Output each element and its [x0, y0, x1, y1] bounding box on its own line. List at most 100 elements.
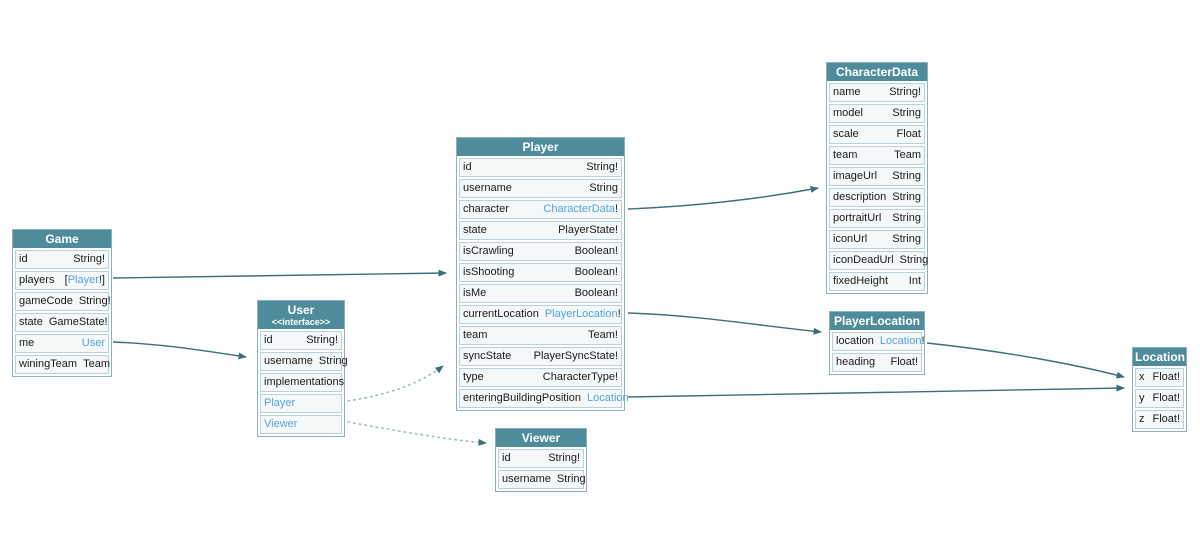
- field-type: Float!: [1152, 371, 1180, 383]
- type-link[interactable]: PlayerLocation: [544, 308, 618, 320]
- edge-game-players-to-player: [112, 269, 447, 279]
- field-name: location: [836, 335, 874, 347]
- field-type[interactable]: User: [82, 335, 105, 352]
- field-type: String!: [889, 86, 921, 98]
- field-row[interactable]: location Location!: [832, 332, 925, 351]
- type-table-header[interactable]: CharacterData: [827, 63, 927, 81]
- field-name: syncState: [463, 350, 512, 362]
- field-type: String!: [73, 253, 105, 265]
- type-title: Player: [522, 140, 559, 154]
- field-type: Float: [896, 128, 921, 140]
- field-name: isMe: [463, 287, 487, 299]
- field-row[interactable]: players[Player!]: [15, 271, 109, 290]
- field-name-link[interactable]: Viewer: [264, 418, 298, 430]
- type-table-header[interactable]: Viewer: [496, 429, 586, 447]
- field-type: Team: [894, 149, 921, 161]
- edge-player-character-to-characterdata: [627, 185, 819, 210]
- field-type[interactable]: PlayerLocation!: [544, 308, 621, 320]
- field-type: Boolean!: [574, 287, 618, 299]
- field-name-link[interactable]: Player: [264, 397, 296, 409]
- type-table-header[interactable]: User<<interface>>: [258, 301, 344, 329]
- field-type: Float!: [1152, 413, 1180, 425]
- field-row[interactable]: username String: [459, 179, 622, 198]
- field-type: String!: [548, 452, 580, 464]
- field-type: String: [892, 170, 921, 182]
- field-type[interactable]: [Player!]: [64, 274, 105, 286]
- field-type[interactable]: Location!: [879, 335, 925, 347]
- field-type: String!: [78, 295, 111, 307]
- field-name: type: [463, 371, 484, 383]
- type-table-header[interactable]: Player: [457, 138, 624, 156]
- field-name: team: [833, 149, 858, 161]
- type-link[interactable]: CharacterData: [543, 203, 615, 215]
- type-link[interactable]: Location: [587, 392, 629, 404]
- type-link[interactable]: Player: [67, 274, 99, 286]
- field-name: imageUrl: [833, 170, 878, 182]
- type-link[interactable]: Location: [879, 335, 922, 347]
- field-type[interactable]: CharacterData!: [543, 203, 618, 215]
- field-name: y: [1139, 392, 1145, 404]
- field-type: String: [318, 355, 348, 367]
- field-row[interactable]: team Team: [829, 146, 925, 165]
- type-table-header[interactable]: PlayerLocation: [830, 312, 924, 330]
- field-type: Float!: [890, 356, 918, 368]
- type-title: User: [287, 303, 315, 317]
- field-type[interactable]: Location: [587, 390, 629, 407]
- field-type: String!: [586, 161, 618, 173]
- field-row[interactable]: syncState PlayerSyncState!: [459, 347, 622, 366]
- type-title: CharacterData: [835, 65, 919, 79]
- field-row[interactable]: Viewer: [260, 415, 342, 434]
- type-link[interactable]: User: [81, 337, 105, 349]
- field-name: username: [463, 182, 512, 194]
- type-table-header[interactable]: Game: [13, 230, 111, 248]
- field-type: GameState!: [48, 316, 108, 328]
- edge-player-enteringbuildingposition-to-location: [627, 384, 1125, 398]
- field-row[interactable]: isMe Boolean!: [459, 284, 622, 303]
- field-type: PlayerSyncState!: [533, 350, 618, 362]
- field-row[interactable]: imageUrl String: [829, 167, 925, 186]
- field-row[interactable]: implementations: [260, 373, 344, 392]
- field-row[interactable]: Player: [260, 394, 342, 413]
- type-table-header[interactable]: Location: [1133, 348, 1186, 366]
- field-name: username: [502, 473, 551, 485]
- field-type: String: [589, 182, 618, 194]
